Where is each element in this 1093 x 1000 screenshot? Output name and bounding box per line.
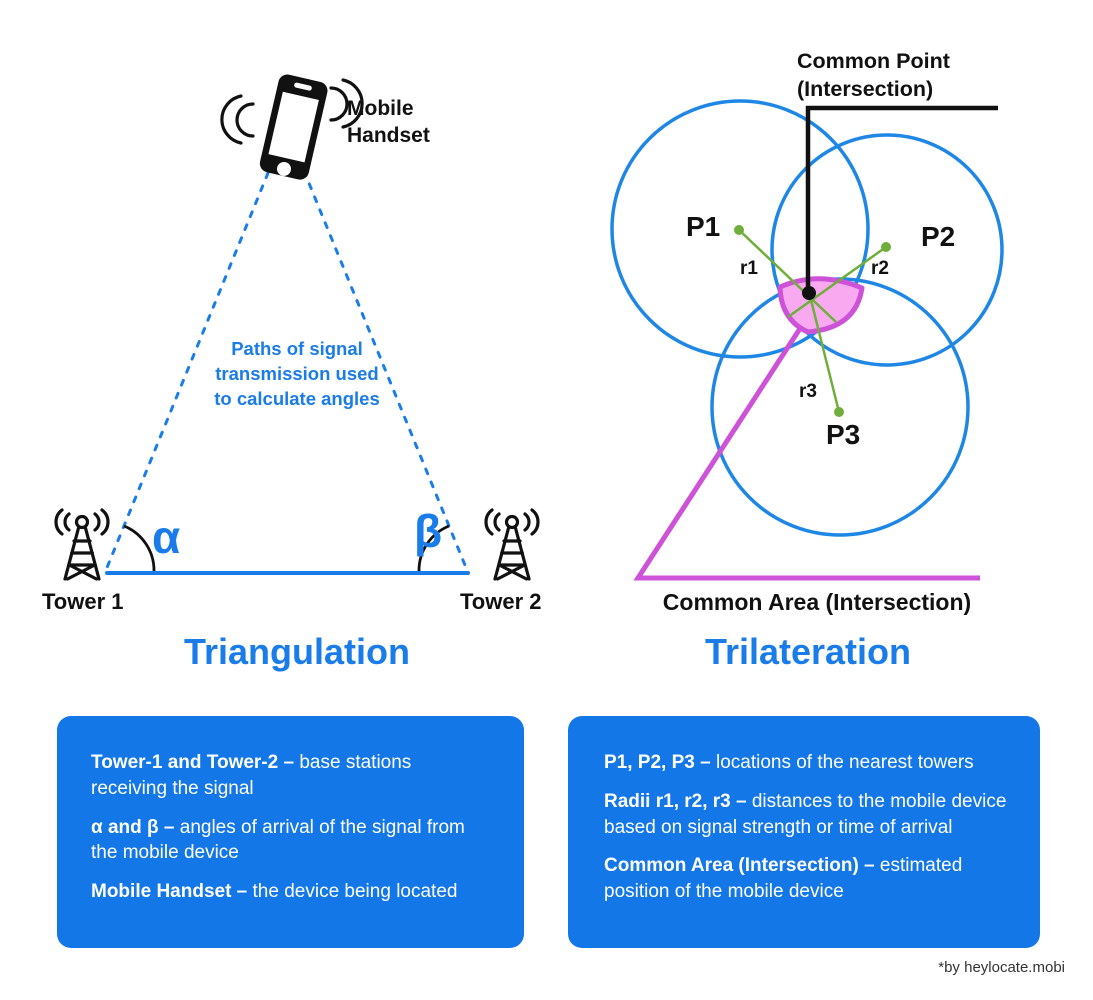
r3-label: r3	[799, 381, 817, 402]
tower1-label: Tower 1	[42, 589, 124, 614]
signal-path-left-dashed-line	[104, 171, 270, 572]
legend-term: Tower-1 and Tower-2 –	[91, 752, 295, 773]
legend-definition: angles of arrival of the signal from the…	[91, 816, 465, 864]
legend-definition: distances to the mobile device based on …	[604, 790, 1007, 838]
beta-angle-label: β	[414, 505, 443, 557]
p3-dot	[834, 407, 844, 417]
r2-label: r2	[871, 258, 889, 279]
coverage-circle-p1	[610, 99, 870, 359]
common-area-region	[777, 276, 865, 335]
trilateration-title: Trilateration	[704, 631, 912, 672]
tower1-icon	[54, 508, 110, 581]
legend-item: Common Area (Intersection) – estimated p…	[604, 853, 1010, 905]
common-area-connector-line	[633, 325, 980, 581]
trilateration-diagram	[610, 99, 1004, 581]
legend-definition: estimated position of the mobile device	[604, 855, 963, 903]
tower2-icon	[484, 508, 540, 581]
p1-label: P1	[686, 211, 721, 242]
legend-term: Radii r1, r2, r3 –	[604, 790, 747, 812]
triangulation-title: Triangulation	[183, 631, 410, 672]
legend-term: P1, P2, P3 –	[604, 752, 711, 773]
mobile-handset-label: Mobile Handset	[347, 97, 430, 148]
tower2-label: Tower 2	[460, 589, 542, 614]
credit-line: *by heylocate.mobi	[938, 959, 1065, 976]
coverage-circle-p2	[770, 133, 1004, 367]
legend-definition: base stations receiving the signal	[91, 752, 412, 799]
signal-paths-caption: Paths of signal transmission used to cal…	[214, 338, 380, 409]
signal-path-right-dashed-line	[302, 169, 469, 572]
diagram-canvas	[54, 74, 1004, 581]
r1-label: r1	[740, 258, 758, 279]
trilateration-legend-box: P1, P2, P3 – locations of the nearest to…	[568, 716, 1040, 948]
p3-label: P3	[826, 419, 861, 450]
p1-dot	[734, 225, 744, 235]
common-area-label: Common Area (Intersection)	[662, 589, 972, 615]
legend-item: α and β – angles of arrival of the signa…	[91, 815, 488, 867]
legend-definition: the device being located	[252, 881, 458, 903]
signal-waves-left	[220, 94, 255, 145]
beta-angle-arc	[417, 524, 450, 572]
mobile-phone-icon	[220, 74, 364, 180]
radius-r2-line	[787, 245, 887, 319]
legend-item: P1, P2, P3 – locations of the nearest to…	[604, 750, 1010, 776]
radius-r3-line	[807, 291, 841, 413]
p2-dot	[881, 242, 891, 252]
legend-item: Mobile Handset – the device being locate…	[91, 879, 488, 905]
common-point-connector-line	[805, 105, 998, 290]
common-point-dot	[802, 286, 816, 300]
p2-label: P2	[921, 221, 956, 252]
legend-item: Radii r1, r2, r3 – distances to the mobi…	[604, 789, 1010, 841]
triangulation-diagram	[54, 74, 540, 581]
legend-item: Tower-1 and Tower-2 – base stations rece…	[91, 750, 488, 802]
signal-waves-right	[329, 78, 364, 129]
alpha-angle-label: α	[152, 511, 181, 563]
legend-term: Mobile Handset –	[91, 881, 248, 903]
legend-term: α and β –	[91, 816, 175, 838]
legend-definition: locations of the nearest towers	[715, 752, 974, 773]
legend-term: Common Area (Intersection) –	[604, 855, 875, 877]
triangulation-legend-box: Tower-1 and Tower-2 – base stations rece…	[57, 716, 524, 948]
radius-r1-line	[738, 229, 837, 323]
alpha-angle-arc	[123, 524, 156, 572]
common-point-label: Common Point (Intersection)	[797, 49, 950, 101]
